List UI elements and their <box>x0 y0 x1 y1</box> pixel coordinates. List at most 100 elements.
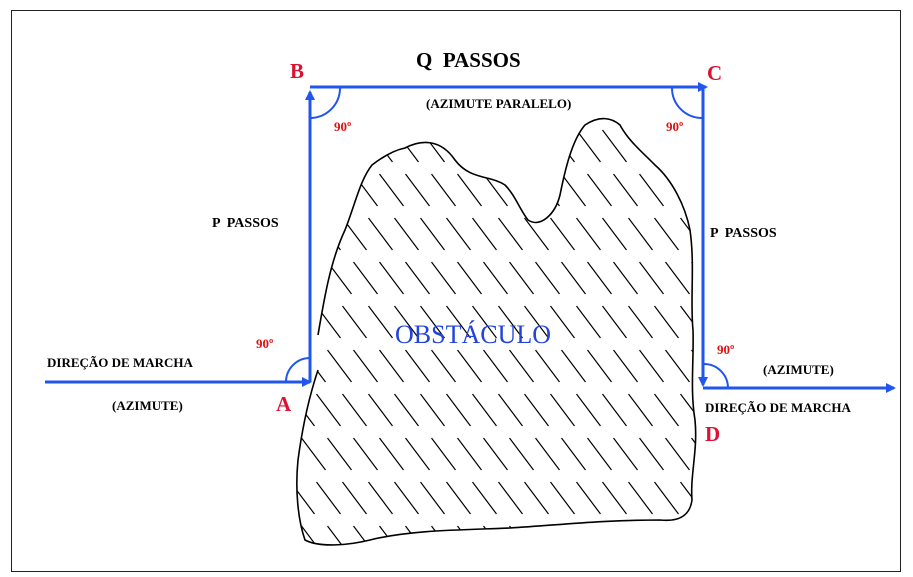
point-label-a: A <box>276 392 292 416</box>
hatch-stroke <box>342 393 367 427</box>
hatch-stroke <box>639 525 664 545</box>
hatch-stroke <box>342 217 367 251</box>
hatch-stroke <box>446 481 471 515</box>
hatch-stroke <box>665 437 690 471</box>
hatch-stroke <box>316 393 341 427</box>
hatch-stroke <box>301 261 326 295</box>
hatch-stroke <box>602 393 627 427</box>
hatch-stroke <box>483 261 508 295</box>
hatch-stroke <box>550 393 575 427</box>
hatch-stroke <box>587 349 612 383</box>
hatch-stroke <box>379 437 404 471</box>
hatch-stroke <box>446 217 471 251</box>
right-azimuth-label: (AZIMUTE) <box>763 362 834 377</box>
hatch-stroke <box>405 437 430 471</box>
hatch-stroke <box>524 393 549 427</box>
diagram-frame <box>11 10 901 572</box>
hatch-stroke <box>691 525 696 545</box>
hatch-stroke <box>342 129 367 163</box>
hatch-stroke <box>431 349 456 383</box>
obstacle-label: OBSTÁCULO <box>395 320 551 349</box>
hatch-stroke <box>509 349 534 383</box>
hatch-stroke <box>550 481 575 515</box>
hatch-stroke <box>509 437 534 471</box>
hatch-stroke <box>405 173 430 207</box>
hatch-stroke <box>576 393 601 427</box>
top-distance-label: Q PASSOS <box>416 48 521 72</box>
hatch-stroke <box>296 393 315 427</box>
hatch-stroke <box>301 437 326 471</box>
hatch-stroke <box>718 526 742 558</box>
hatch-stroke <box>707 482 731 514</box>
hatch-stroke <box>602 129 627 163</box>
hatch-stroke <box>498 305 523 339</box>
hatch-stroke <box>301 349 326 383</box>
hatch-stroke <box>665 261 690 295</box>
hatch-stroke <box>446 305 471 339</box>
hatch-stroke <box>353 173 378 207</box>
hatch-stroke <box>680 393 696 427</box>
hatch-stroke <box>654 217 679 251</box>
angle-arc-a <box>285 357 311 383</box>
right-direction-label: DIREÇÃO DE MARCHA <box>705 400 852 415</box>
hatch-stroke <box>327 349 352 383</box>
hatch-stroke <box>327 525 352 545</box>
hatch-stroke <box>353 261 378 295</box>
hatch-stroke <box>457 349 482 383</box>
hatch-stroke <box>628 129 653 163</box>
hatch-stroke <box>394 305 419 339</box>
hatch-stroke <box>613 261 638 295</box>
hatch-stroke <box>587 173 612 207</box>
hatch-stroke <box>472 481 497 515</box>
right-side-distance-label: P PASSOS <box>710 226 777 241</box>
hatch-stroke <box>457 525 482 545</box>
hatch-stroke <box>498 217 523 251</box>
hatch-stroke <box>509 261 534 295</box>
parallel-azimuth-label: (AZIMUTE PARALELO) <box>426 96 571 111</box>
hatch-stroke <box>483 525 508 545</box>
hatch-stroke <box>639 173 664 207</box>
point-label-d: D <box>705 422 720 446</box>
hatch-stroke <box>296 481 315 515</box>
hatch-stroke <box>718 438 742 470</box>
hatch-stroke <box>718 174 742 206</box>
hatch-stroke <box>472 305 497 339</box>
hatch-stroke <box>368 393 393 427</box>
hatch-stroke <box>368 305 393 339</box>
angle-label-d: 90º <box>717 342 734 357</box>
hatch-stroke <box>446 129 471 163</box>
hatch-stroke <box>550 129 575 163</box>
hatch-stroke <box>498 129 523 163</box>
hatch-stroke <box>561 261 586 295</box>
hatch-stroke <box>524 481 549 515</box>
hatch-stroke <box>498 481 523 515</box>
hatch-stroke <box>457 173 482 207</box>
hatch-stroke <box>379 261 404 295</box>
hatch-stroke <box>680 129 696 163</box>
hatch-stroke <box>535 525 560 545</box>
hatch-stroke <box>379 173 404 207</box>
hatch-stroke <box>654 393 679 427</box>
hatch-stroke <box>420 481 445 515</box>
hatch-stroke <box>535 261 560 295</box>
hatch-stroke <box>509 173 534 207</box>
hatch-stroke <box>707 130 731 162</box>
hatch-stroke <box>613 173 638 207</box>
hatch-stroke <box>639 261 664 295</box>
hatch-stroke <box>420 305 445 339</box>
hatch-stroke <box>561 349 586 383</box>
angle-arc-d <box>703 363 729 389</box>
hatch-stroke <box>602 305 627 339</box>
hatch-stroke <box>394 217 419 251</box>
hatch-stroke <box>654 305 679 339</box>
hatch-stroke <box>420 393 445 427</box>
hatch-stroke <box>613 437 638 471</box>
hatch-stroke <box>457 437 482 471</box>
hatch-stroke <box>483 437 508 471</box>
hatch-stroke <box>472 393 497 427</box>
hatch-stroke <box>483 349 508 383</box>
hatch-stroke <box>561 173 586 207</box>
hatch-stroke <box>353 349 378 383</box>
hatch-stroke <box>628 393 653 427</box>
